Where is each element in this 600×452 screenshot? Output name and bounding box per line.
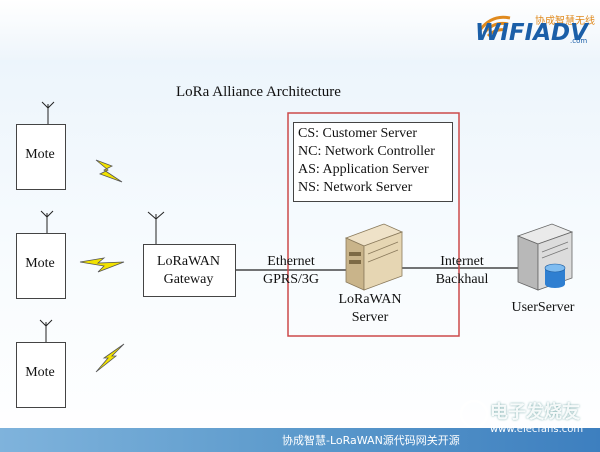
- lightning-icon: [79, 257, 125, 273]
- link-label-gprs: GPRS/3G: [262, 272, 320, 287]
- mote-label: Mote: [25, 365, 55, 380]
- logo-wordmark: WIFIADV: [475, 20, 588, 46]
- logo-chinese-text: 协成智慧无线: [535, 16, 595, 27]
- footer-bar: [0, 428, 600, 452]
- legend-item: CS: Customer Server: [298, 126, 417, 141]
- lightning-icon: [95, 343, 125, 373]
- mote-antenna-icon: [39, 319, 53, 342]
- logo-suffix: .com: [570, 37, 588, 45]
- mote-antenna-icon: [41, 101, 55, 124]
- diagram-title: LoRa Alliance Architecture: [176, 84, 341, 100]
- link-label-internet: Internet: [440, 254, 484, 269]
- mote-node: [16, 233, 66, 299]
- link-label-ethernet: Ethernet: [267, 254, 315, 269]
- user-server-label: UserServer: [511, 300, 575, 315]
- watermark-url: www.elecfans.com: [490, 424, 584, 435]
- legend-item: NS: Network Server: [298, 180, 413, 195]
- server-tower-icon: [344, 223, 404, 291]
- lightning-icon: [95, 159, 123, 183]
- mote-node: [16, 342, 66, 408]
- legend-item: NC: Network Controller: [298, 144, 435, 159]
- gateway-antenna-icon: [147, 211, 165, 244]
- link-label-backhaul: Backhaul: [435, 272, 489, 287]
- gateway-label-line1: LoRaWAN: [157, 254, 220, 269]
- mote-antenna-icon: [40, 210, 54, 233]
- wifi-logo-icon: [478, 15, 511, 38]
- server-label-line2: Server: [351, 310, 389, 325]
- gateway-node: [143, 244, 236, 297]
- gateway-label-line2: Gateway: [163, 272, 214, 287]
- network-server-highlight: [287, 112, 460, 337]
- footer-text: 协成智慧-LoRaWAN源代码网关开源: [282, 434, 460, 447]
- watermark-text: 电子发烧友: [490, 402, 580, 423]
- legend-item: AS: Application Server: [298, 162, 429, 177]
- mote-node: [16, 124, 66, 190]
- server-label-line1: LoRaWAN: [338, 292, 402, 307]
- mote-label: Mote: [25, 147, 55, 162]
- database-icon: [544, 263, 566, 288]
- legend-box: [293, 122, 453, 202]
- watermark-logo-icon: [459, 399, 489, 429]
- mote-label: Mote: [25, 256, 55, 271]
